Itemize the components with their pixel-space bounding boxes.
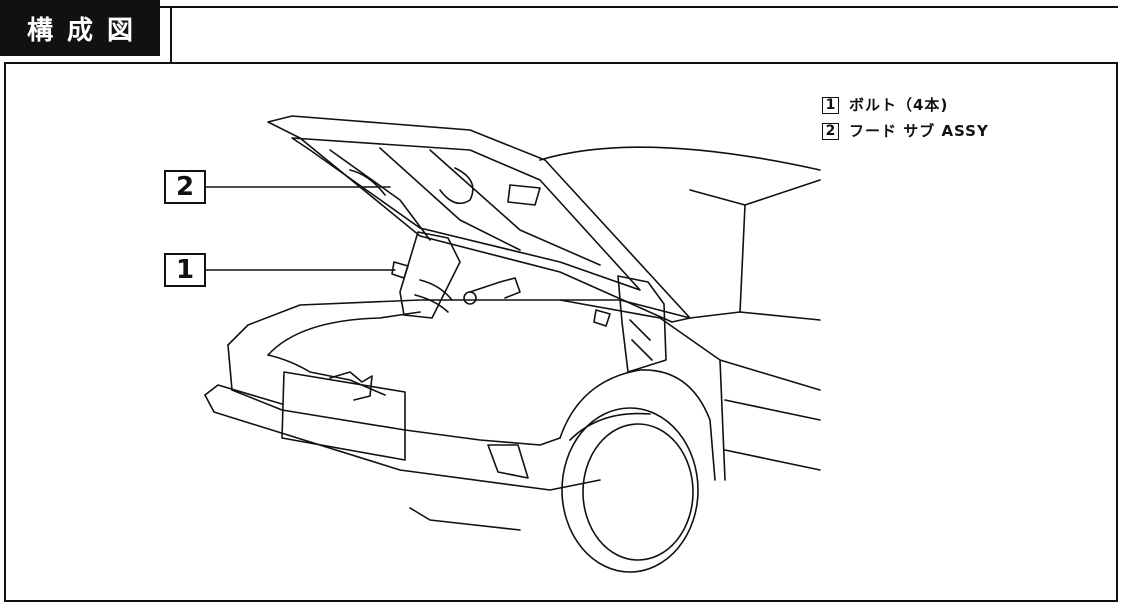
diagram-frame: [4, 62, 1118, 602]
hood-panel: [267, 115, 691, 323]
legend-item-hood: 2 フード サブ ASSY: [822, 118, 989, 144]
top-border-line: [170, 6, 1118, 8]
bolts: [391, 261, 611, 327]
front-wheel: [561, 407, 699, 573]
legend-number: 2: [822, 122, 839, 140]
diagram-title: 構成図: [0, 0, 160, 56]
legend-label: フード サブ ASSY: [849, 122, 989, 140]
parts-legend: 1 ボルト（4本) 2 フード サブ ASSY: [822, 92, 989, 144]
left-hinge: [399, 231, 521, 319]
right-hinge: [617, 275, 667, 373]
callout-hood-assy: 2: [164, 170, 206, 204]
legend-label: ボルト（4本): [849, 96, 949, 114]
legend-item-bolt: 1 ボルト（4本): [822, 92, 989, 118]
callout-bolt: 1: [164, 253, 206, 287]
car-body: [204, 146, 821, 531]
legend-number: 1: [822, 96, 839, 114]
